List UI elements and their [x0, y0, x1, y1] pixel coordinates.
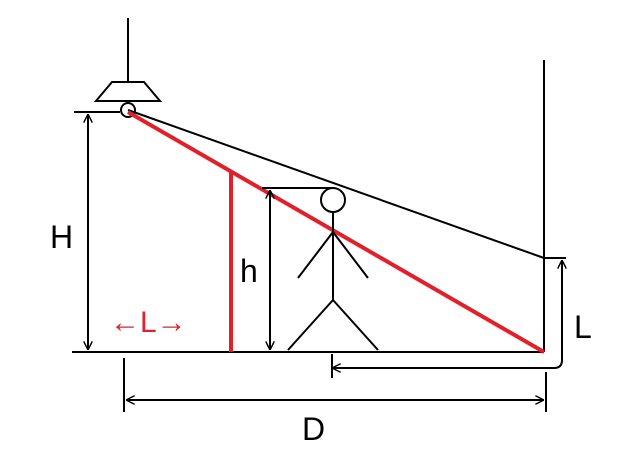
height-h-dimension: [262, 187, 333, 350]
lamp-shade-icon: [93, 81, 163, 102]
label-L-right: L: [574, 309, 592, 345]
label-L-red: ←L→: [110, 306, 187, 339]
height-H-dimension: [74, 111, 120, 350]
label-h: h: [240, 253, 258, 289]
person-head: [320, 187, 346, 213]
stick-person-icon: [287, 187, 379, 351]
label-H: H: [50, 219, 73, 255]
red-light-ray: [127, 110, 545, 354]
lamp: [93, 18, 163, 118]
light-ray-to-wall: [127, 109, 545, 259]
shadow-L-dimension: [331, 257, 566, 378]
distance-D-dimension: [123, 358, 547, 412]
label-D: D: [302, 411, 325, 447]
